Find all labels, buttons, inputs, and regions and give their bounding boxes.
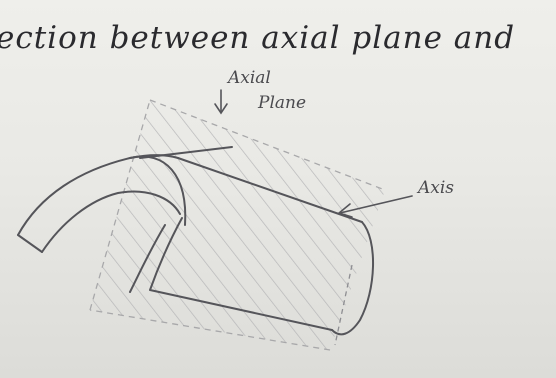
axial-plane-label-line2: Plane: [258, 93, 306, 113]
heading-text: ection between axial plane and: [0, 20, 515, 56]
fold-end-cap: [18, 235, 42, 252]
axial-plane-arrow: [215, 90, 227, 113]
axial-plane-hatching: [90, 100, 385, 350]
axis-label: Axis: [418, 178, 454, 198]
axial-plane-label-line1: Axial: [228, 68, 271, 88]
